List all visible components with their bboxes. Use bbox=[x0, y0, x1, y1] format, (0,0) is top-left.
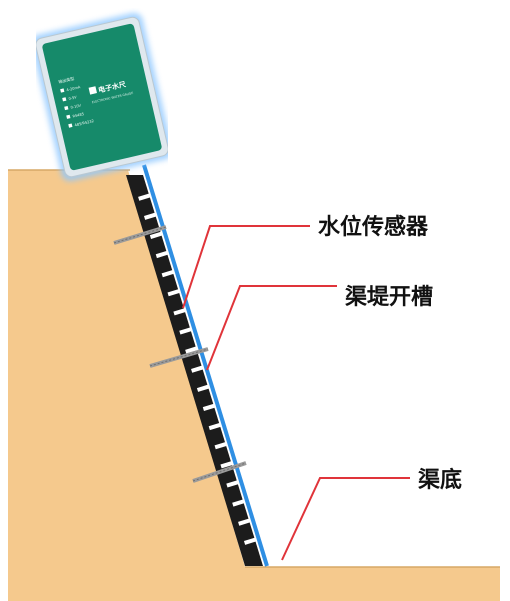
anchor-bolt bbox=[192, 461, 247, 483]
device-brand-icon bbox=[88, 86, 97, 95]
spec-item: 4-20mA bbox=[66, 85, 81, 92]
spec-header: 输出类型 bbox=[58, 75, 75, 84]
sensor-leader-line bbox=[182, 225, 310, 309]
sensor-callout-label: 水位传感器 bbox=[318, 215, 429, 240]
bottom-callout-label: 渠底 bbox=[418, 468, 463, 493]
spec-list: 4-20mA 0-5V 0-10V RS485 485/RS232 bbox=[60, 85, 94, 128]
spec-item: RS485 bbox=[72, 112, 84, 119]
sensor-rail bbox=[142, 164, 269, 567]
groove-leader-line bbox=[206, 285, 337, 371]
spec-item: 0-10V bbox=[70, 103, 82, 109]
gauge-tick-marks bbox=[138, 193, 257, 545]
anchor-bolt bbox=[149, 347, 209, 368]
anchor-bolt bbox=[113, 225, 167, 245]
spec-item: 0-5V bbox=[68, 95, 78, 101]
embankment-soil bbox=[8, 170, 500, 601]
spec-item: 485/RS232 bbox=[74, 119, 94, 127]
gauge-device: 电子水尺 ELECTRONIC WATER GAUGE 输出类型 4-20mA … bbox=[36, 12, 168, 182]
device-panel bbox=[42, 23, 162, 171]
groove-callout-label: 渠堤开槽 bbox=[345, 285, 434, 310]
bottom-leader-line bbox=[281, 477, 410, 561]
